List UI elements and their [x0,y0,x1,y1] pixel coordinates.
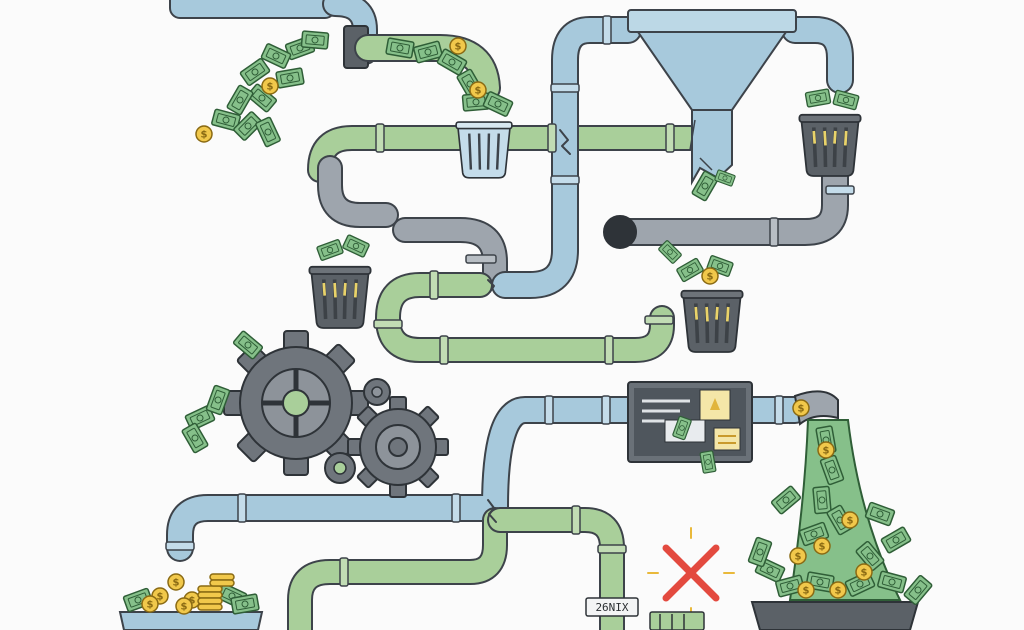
meter-label: 26NIX [595,601,628,614]
gear-icon [223,330,449,498]
basket-icon [118,112,920,630]
cash-outlet-spout [788,390,902,601]
funnel-icon [627,9,797,203]
dashboard-screen-icon [627,381,753,474]
x-mark-icon [647,527,735,619]
flow-meter: 26NIX [585,597,705,630]
pipe-network [165,0,855,630]
coin-icon [141,37,873,615]
